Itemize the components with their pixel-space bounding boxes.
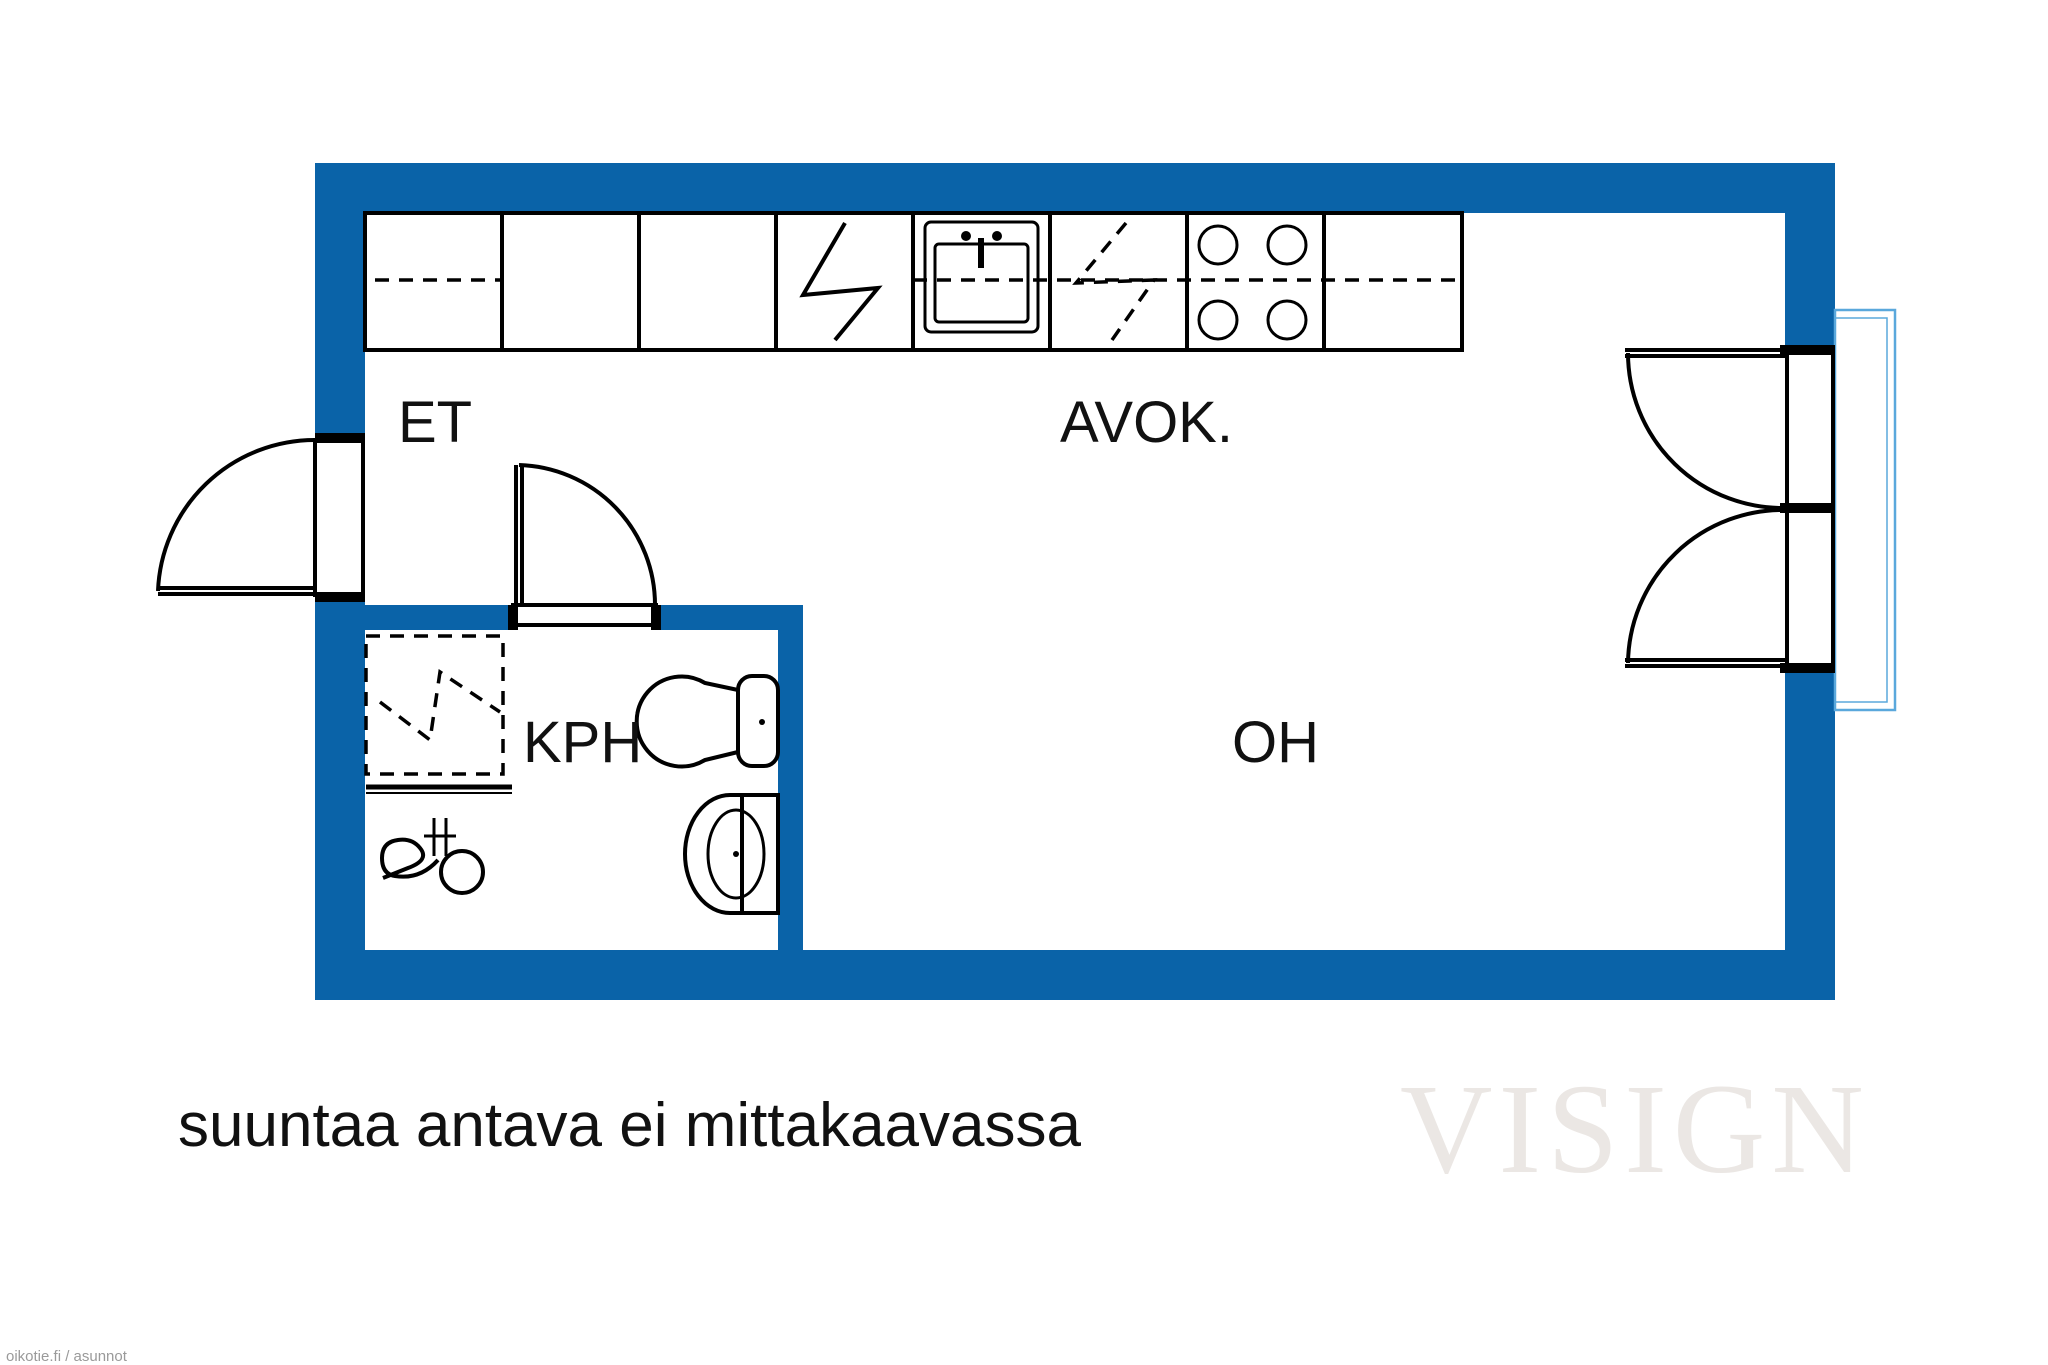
wall-left-upper [315, 163, 365, 438]
bathroom-door[interactable] [508, 463, 661, 630]
wall-top [315, 163, 1835, 213]
balcony-door[interactable] [1625, 345, 1835, 673]
wall-bath-right [778, 605, 803, 950]
label-bathroom: KPH [523, 710, 642, 775]
shower-head-icon [379, 818, 485, 895]
watermark-logo: VISIGN [1400, 1058, 1870, 1200]
window [1833, 308, 1897, 712]
wall-right-upper [1785, 163, 1835, 348]
label-entrance: ET [398, 390, 472, 455]
wall-right-lower [1785, 670, 1835, 1000]
entrance-door[interactable] [156, 433, 365, 602]
fridge-icon [799, 221, 883, 342]
sink-icon [923, 220, 1040, 334]
label-kitchen: AVOK. [1060, 390, 1233, 455]
kitchen-counter [363, 211, 1464, 352]
stove-icon [1197, 224, 1308, 341]
wall-left-lower [315, 598, 365, 1000]
label-living: OH [1232, 710, 1319, 775]
caption-not-to-scale: suuntaa antava ei mittakaavassa [178, 1091, 1082, 1160]
wall-bath-top-left [365, 605, 513, 630]
source-credit: oikotie.fi / asunnot [6, 1348, 128, 1365]
toilet-icon [634, 674, 780, 769]
washbasin-icon [683, 793, 780, 915]
shower-area [364, 634, 512, 794]
dishwasher-icon [1072, 221, 1158, 342]
walls [315, 163, 1835, 1000]
wall-bottom [315, 950, 1835, 1000]
